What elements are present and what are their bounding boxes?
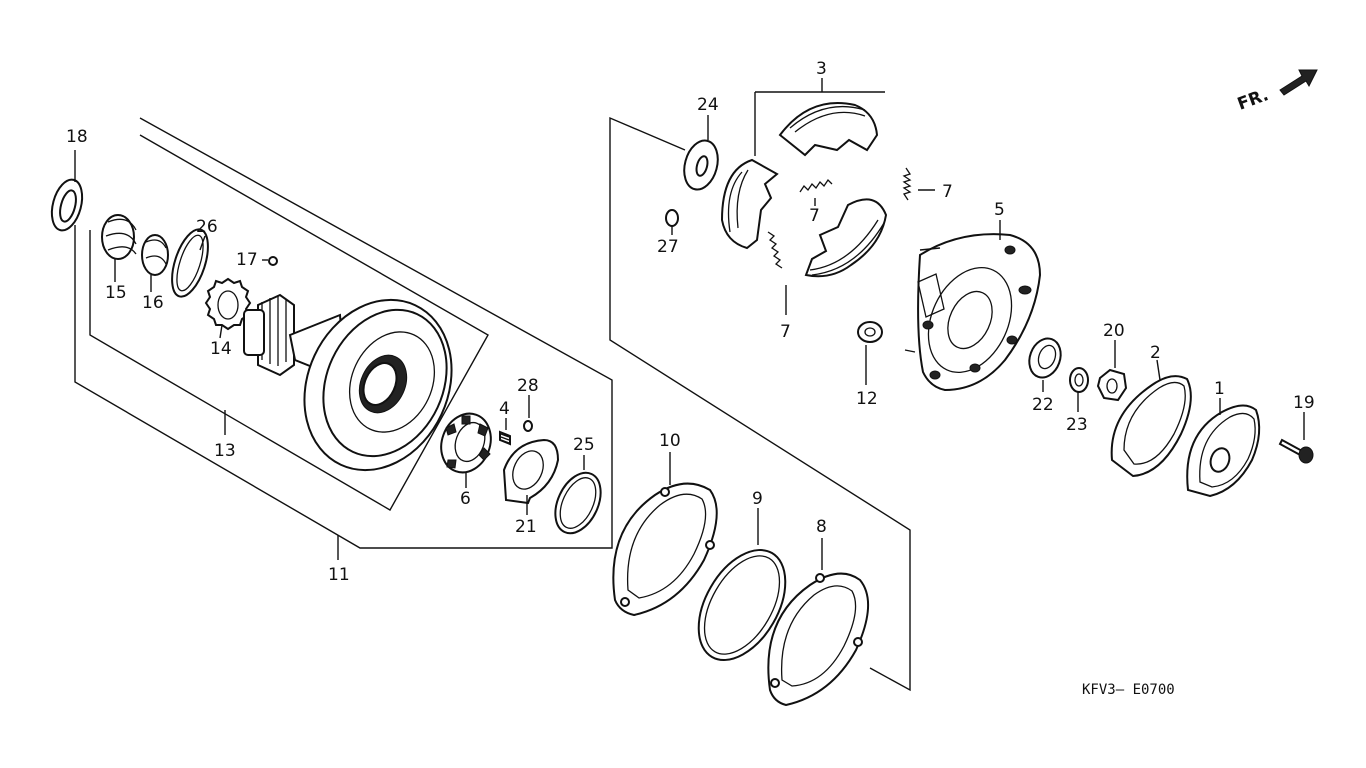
callout-7-b: 7 <box>942 182 953 202</box>
spring-16 <box>141 234 169 292</box>
bolt-19 <box>1278 412 1314 464</box>
gasket-8 <box>767 538 870 707</box>
callout-16: 16 <box>142 293 164 313</box>
callout-3: 3 <box>816 59 827 79</box>
plate-21 <box>502 438 560 515</box>
callout-6: 6 <box>460 489 471 509</box>
callout-4: 4 <box>499 399 510 419</box>
circlip-26 <box>171 228 209 298</box>
washer-23 <box>1069 367 1089 412</box>
callout-27: 27 <box>657 237 679 257</box>
ball-17 <box>262 256 278 266</box>
callout-17: 17 <box>236 250 258 270</box>
spring-15 <box>101 214 137 282</box>
clip-27 <box>665 209 679 235</box>
callout-23: 23 <box>1066 415 1088 435</box>
callout-15: 15 <box>105 283 127 303</box>
drive-plate-5 <box>904 220 1042 392</box>
callout-25: 25 <box>573 435 595 455</box>
gear-washer-14 <box>204 277 252 339</box>
spring-7-a <box>799 178 833 206</box>
callout-22: 22 <box>1032 395 1054 415</box>
callout-19: 19 <box>1293 393 1315 413</box>
bracket-13 <box>89 134 489 511</box>
collar-22 <box>1028 337 1062 392</box>
callout-11: 11 <box>328 565 350 585</box>
callout-9: 9 <box>752 489 763 509</box>
front-marker-label: FR. <box>1235 85 1271 115</box>
spring-7-b <box>902 167 935 201</box>
callout-10: 10 <box>659 431 681 451</box>
callout-7-c: 7 <box>780 322 791 342</box>
callout-7-a: 7 <box>809 206 820 226</box>
gasket-10 <box>612 452 718 617</box>
callout-1: 1 <box>1214 379 1225 399</box>
o-ring-9 <box>697 508 787 661</box>
washer-24 <box>683 115 719 191</box>
callout-13: 13 <box>214 441 236 461</box>
front-direction-marker: FR. <box>1235 69 1318 115</box>
callout-labels: 18 15 16 26 17 14 13 11 6 4 28 21 25 24 … <box>66 59 1315 585</box>
bracket-11 <box>74 117 613 549</box>
callout-21: 21 <box>515 517 537 537</box>
nut-20 <box>1096 340 1128 402</box>
callout-12: 12 <box>856 389 878 409</box>
callout-8: 8 <box>816 517 827 537</box>
bracket-middle <box>609 78 911 692</box>
callout-20: 20 <box>1103 321 1125 341</box>
callout-18: 18 <box>66 127 88 147</box>
callout-28: 28 <box>517 376 539 396</box>
clutch-shoes-3 <box>720 102 888 278</box>
callout-5: 5 <box>994 200 1005 220</box>
cover-1 <box>1186 398 1261 498</box>
circlip-25 <box>554 455 602 535</box>
callout-14: 14 <box>210 339 232 359</box>
nut-12 <box>857 321 883 385</box>
diagram-code: KFV3— E0700 <box>1082 682 1175 698</box>
spring-4 <box>499 418 511 446</box>
callout-26: 26 <box>196 217 218 237</box>
callout-2: 2 <box>1150 343 1161 363</box>
pin-28 <box>523 395 533 432</box>
clutch-drum-13 <box>224 293 453 560</box>
spring-7-c <box>767 231 787 315</box>
washer-18 <box>50 150 84 232</box>
callout-24: 24 <box>697 95 719 115</box>
gasket-2 <box>1110 359 1192 478</box>
one-way-clutch-6 <box>440 412 492 488</box>
